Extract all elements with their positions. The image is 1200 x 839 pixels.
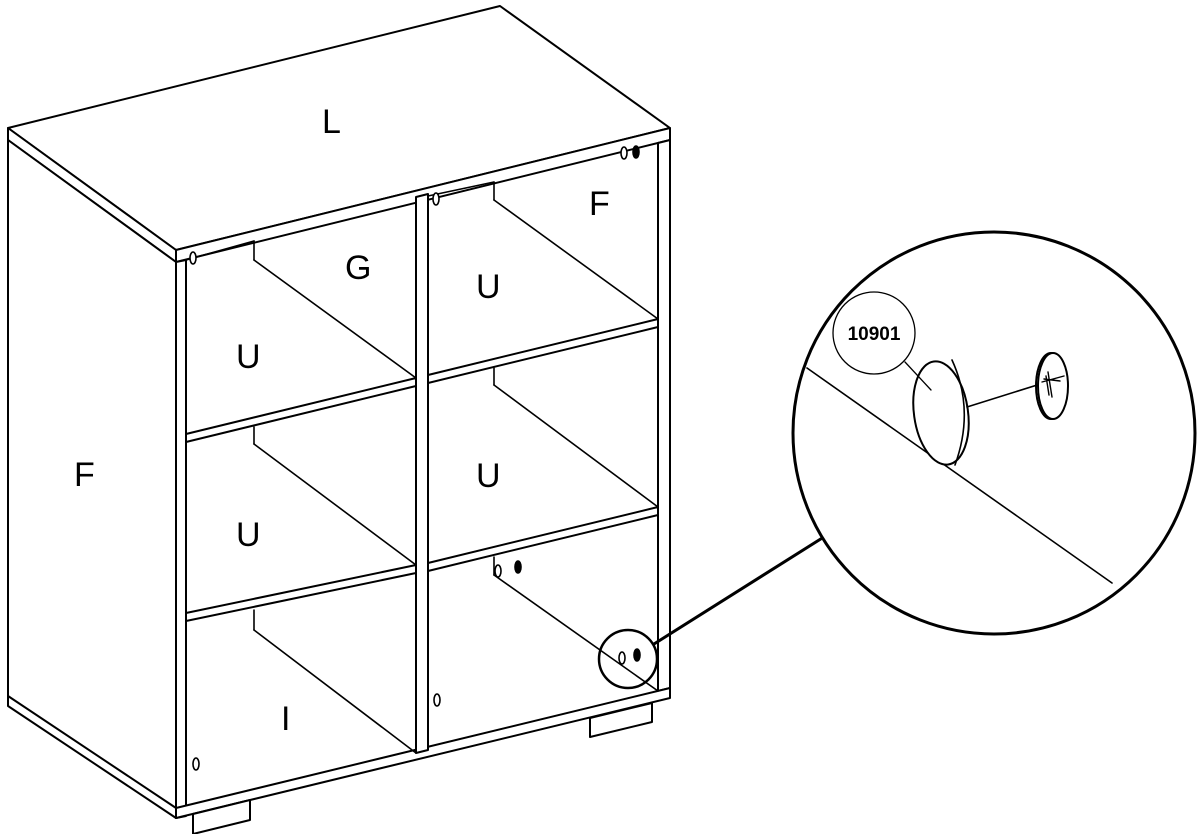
label-shelf-upper-right: U [476, 268, 501, 306]
label-shelf-lower-left: U [236, 516, 261, 554]
screw-head-icon [1035, 352, 1069, 420]
part-code-label: 10901 [848, 324, 901, 345]
middle-divider [415, 193, 429, 754]
label-top-panel: L [322, 103, 341, 141]
label-left-side-panel: F [74, 456, 95, 494]
part-code-bubble [832, 291, 932, 391]
detail-magnifier [791, 230, 1197, 636]
label-back-panel: G [345, 249, 371, 287]
shelves [185, 318, 659, 622]
label-right-side-panel: F [589, 185, 610, 223]
label-shelf-upper-left: U [236, 338, 261, 376]
bottom-panel [7, 687, 671, 819]
label-bottom-back-panel: I [281, 700, 290, 738]
front-feet [192, 702, 653, 835]
assembly-holes [189, 145, 641, 771]
cover-cap-icon [912, 359, 970, 466]
label-shelf-middle-right: U [476, 457, 501, 495]
interior-depth-lines [185, 181, 659, 754]
detail-callout-marker [597, 533, 829, 690]
